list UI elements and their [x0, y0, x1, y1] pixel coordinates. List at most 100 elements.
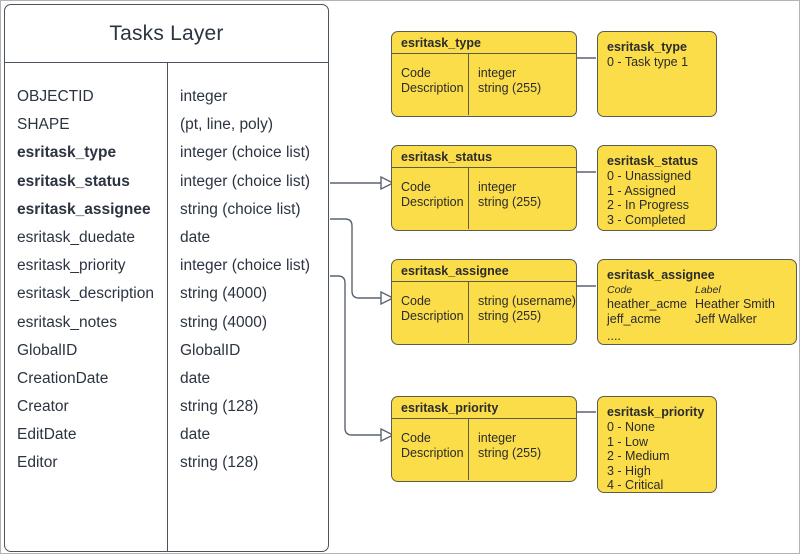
schema-box-title: esritask_priority	[392, 397, 576, 419]
field-name: esritask_priority	[17, 257, 126, 275]
value-box-esritask-assignee[interactable]: esritask_assignee Code Label heather_acm…	[597, 259, 797, 345]
value-box-title: esritask_priority	[607, 405, 705, 419]
assignee-row: heather_acme Heather Smith	[607, 297, 787, 312]
schema-type: string (255)	[478, 81, 542, 95]
field-type: string (128)	[180, 398, 259, 416]
schema-type: integer	[478, 66, 517, 80]
field-type: integer (choice list)	[180, 172, 311, 190]
field-type: string (choice list)	[180, 200, 301, 218]
assignee-code: heather_acme	[607, 297, 687, 311]
entity-title: Tasks Layer	[109, 21, 224, 45]
value-item: 2 - In Progress	[607, 198, 689, 212]
value-item: 1 - Assigned	[607, 183, 676, 198]
schema-box-label-column: Code Description	[392, 54, 469, 115]
value-item: 3 - High	[607, 463, 651, 478]
schema-box-esritask-status[interactable]: esritask_status Code Description integer…	[391, 145, 577, 231]
field-type: GlobalID	[180, 341, 241, 359]
field-type: string (128)	[180, 454, 259, 472]
schema-box-type-column: integer string (255)	[469, 54, 576, 115]
entity-field-type-column: integer (pt, line, poly) integer (choice…	[168, 63, 328, 551]
field-name: esritask_status	[17, 172, 130, 190]
entity-body: OBJECTID SHAPE esritask_type esritask_st…	[5, 63, 328, 551]
value-box-esritask-priority[interactable]: esritask_priority 0 - None 1 - Low 2 - M…	[597, 396, 717, 493]
value-item: 0 - Unassigned	[607, 169, 692, 183]
schema-type: string (username)	[478, 294, 576, 308]
field-type: integer (choice list)	[180, 257, 311, 275]
value-item: 0 - None	[607, 420, 655, 434]
assignee-header-row: Code Label	[607, 283, 787, 297]
schema-label: Description	[401, 309, 464, 323]
field-name: esritask_notes	[17, 313, 117, 331]
schema-label: Description	[401, 446, 464, 460]
assignee-code: ....	[607, 329, 621, 343]
field-name: esritask_duedate	[17, 228, 136, 246]
schema-box-label-column: Code Description	[392, 168, 469, 229]
schema-label: Code	[401, 294, 431, 308]
value-item: 3 - Completed	[607, 212, 686, 227]
schema-box-title: esritask_type	[392, 32, 576, 54]
value-item: 4 - Critical	[607, 478, 664, 492]
field-name: esritask_description	[17, 285, 154, 303]
field-type: integer	[180, 88, 228, 105]
value-box-title: esritask_status	[607, 154, 699, 168]
schema-type: integer	[478, 431, 517, 445]
schema-label: Code	[401, 431, 431, 445]
schema-box-esritask-type[interactable]: esritask_type Code Description integer s…	[391, 31, 577, 117]
field-type: date	[180, 426, 211, 444]
schema-box-type-column: integer string (255)	[469, 168, 576, 229]
field-name: Creator	[17, 398, 69, 416]
field-type: date	[180, 369, 211, 387]
schema-box-body: Code Description integer string (255)	[392, 168, 576, 229]
schema-box-label-column: Code Description	[392, 419, 469, 480]
schema-box-title: esritask_status	[392, 146, 576, 168]
value-box-esritask-status[interactable]: esritask_status 0 - Unassigned 1 - Assig…	[597, 145, 717, 231]
field-type: (pt, line, poly)	[180, 116, 274, 134]
assignee-row-more: ....	[607, 329, 787, 344]
schema-type: string (255)	[478, 446, 542, 460]
schema-box-title: esritask_assignee	[392, 260, 576, 282]
assignee-label: Heather Smith	[695, 297, 775, 311]
schema-box-esritask-priority[interactable]: esritask_priority Code Description integ…	[391, 396, 577, 482]
value-item: 2 - Medium	[607, 449, 670, 463]
entity-table-tasks-layer[interactable]: Tasks Layer OBJECTID SHAPE esritask_type…	[4, 4, 329, 552]
schema-label: Description	[401, 81, 464, 95]
schema-type: integer	[478, 180, 517, 194]
schema-label: Description	[401, 195, 464, 209]
field-name: Editor	[17, 454, 58, 472]
schema-box-body: Code Description integer string (255)	[392, 54, 576, 115]
schema-box-esritask-assignee[interactable]: esritask_assignee Code Description strin…	[391, 259, 577, 345]
schema-label: Code	[401, 66, 431, 80]
schema-box-body: Code Description string (username) strin…	[392, 282, 576, 343]
field-type: integer (choice list)	[180, 144, 311, 162]
schema-box-type-column: integer string (255)	[469, 419, 576, 480]
field-name: esritask_type	[17, 144, 117, 162]
assignee-row: jeff_acme Jeff Walker	[607, 312, 787, 327]
entity-header: Tasks Layer	[5, 5, 328, 63]
schema-box-type-column: string (username) string (255)	[469, 282, 576, 343]
value-box-title: esritask_type	[607, 40, 687, 54]
field-type: string (4000)	[180, 313, 268, 331]
assignee-label: Jeff Walker	[695, 311, 757, 326]
schema-type: string (255)	[478, 309, 542, 323]
schema-box-label-column: Code Description	[392, 282, 469, 343]
field-name: OBJECTID	[17, 88, 94, 105]
field-name: SHAPE	[17, 116, 70, 134]
schema-type: string (255)	[478, 195, 542, 209]
value-box-esritask-type[interactable]: esritask_type 0 - Task type 1	[597, 31, 717, 117]
assignee-code: jeff_acme	[607, 311, 661, 326]
field-name: CreationDate	[17, 369, 109, 387]
assignee-code-header: Code	[607, 284, 633, 296]
value-item: 1 - Low	[607, 434, 648, 449]
entity-field-name-column: OBJECTID SHAPE esritask_type esritask_st…	[5, 63, 168, 551]
schema-label: Code	[401, 180, 431, 194]
field-type: string (4000)	[180, 285, 268, 303]
field-name: EditDate	[17, 426, 77, 444]
value-item: 0 - Task type 1	[607, 55, 689, 69]
value-box-title: esritask_assignee	[607, 268, 715, 282]
field-name: esritask_assignee	[17, 200, 151, 218]
schema-box-body: Code Description integer string (255)	[392, 419, 576, 480]
field-type: date	[180, 228, 211, 246]
assignee-label-header: Label	[695, 284, 721, 296]
